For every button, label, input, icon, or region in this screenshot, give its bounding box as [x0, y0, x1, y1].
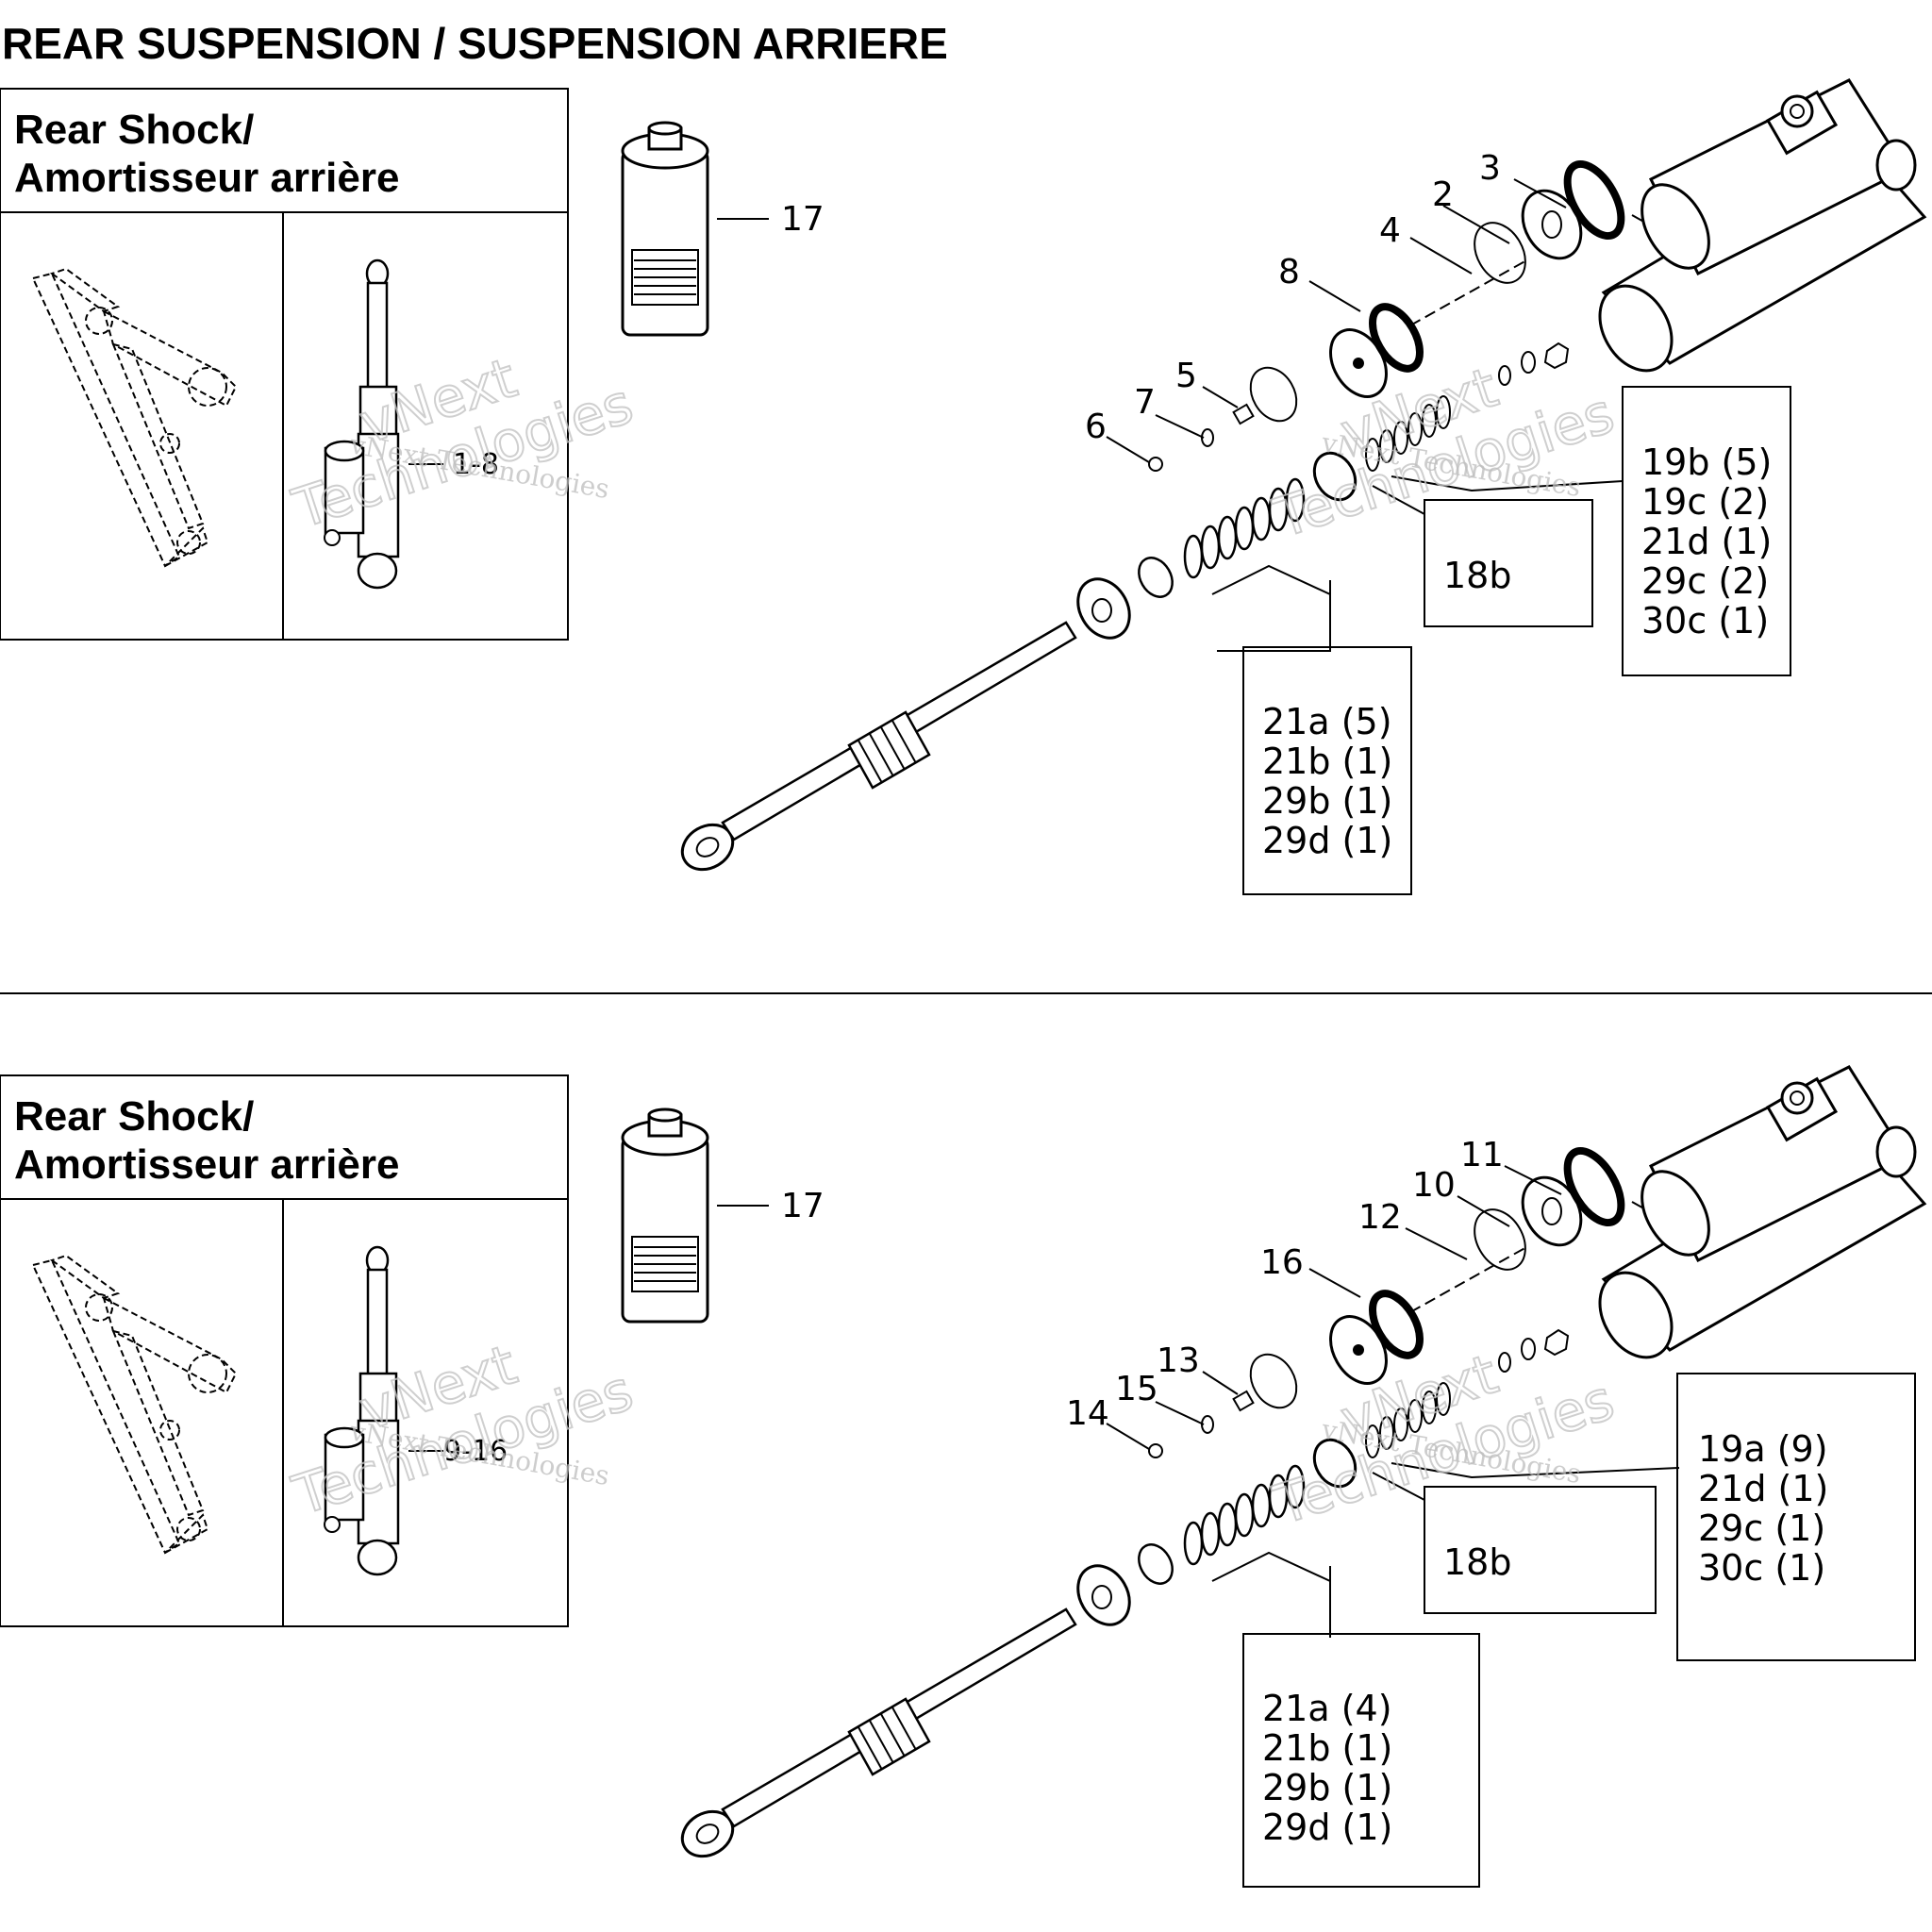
kit-a-item: 29b (1): [1262, 780, 1392, 822]
ref-18b-label: 18b: [1443, 1541, 1511, 1583]
kit-a-item: 29b (1): [1262, 1767, 1392, 1808]
kit-a-box: [1242, 646, 1412, 895]
leader-lines: [1106, 178, 1624, 652]
kit-a-item: 29d (1): [1262, 820, 1392, 861]
kit-b-item: 19b (5): [1641, 441, 1772, 483]
callout-17: 17: [781, 1187, 824, 1225]
kit-a-item: 21a (5): [1262, 701, 1392, 742]
ref-18b-label: 18b: [1443, 555, 1511, 596]
kit-b-box: [1622, 386, 1791, 676]
box-title-line-1: Rear Shock/: [14, 107, 254, 153]
kit-a-box: [1242, 1633, 1480, 1888]
oil-bottle-image: [621, 121, 771, 337]
inset-frame-box: [0, 211, 284, 641]
callout-8: 8: [1278, 253, 1300, 291]
watermark: vNext Technologies vNext Technologies vN…: [284, 344, 1622, 551]
callout-13: 13: [1157, 1341, 1200, 1380]
callout-16: 16: [1260, 1243, 1304, 1282]
callout-10: 10: [1412, 1166, 1456, 1205]
kit-a-item: 21b (1): [1262, 741, 1392, 782]
oil-bottle-image: [621, 1108, 771, 1324]
kit-b-item: 21d (1): [1698, 1468, 1828, 1509]
panel-2: Rear Shock/ Amortisseur arrière 9-16 17 …: [0, 1067, 1924, 1888]
kit-b-item: 19c (2): [1641, 481, 1769, 523]
ref-18b-box: [1424, 499, 1593, 627]
box-title-line-2: Amortisseur arrière: [14, 1141, 399, 1188]
callout-4: 4: [1379, 211, 1401, 250]
callout-14: 14: [1066, 1394, 1109, 1433]
kit-a-item: 21b (1): [1262, 1727, 1392, 1769]
kit-b-item: 29c (2): [1641, 560, 1769, 602]
callout-12: 12: [1358, 1198, 1402, 1237]
callout-7: 7: [1134, 383, 1156, 422]
inset-shock-box: [282, 211, 569, 641]
callout-2: 2: [1432, 175, 1454, 214]
inset-frame-box: [0, 1198, 284, 1627]
callout-3: 3: [1479, 149, 1501, 188]
ref-18b-box: [1424, 1486, 1657, 1614]
kit-b-item: 30c (1): [1641, 600, 1769, 641]
kit-b-item: 29c (1): [1698, 1507, 1825, 1549]
callout-5: 5: [1175, 357, 1197, 395]
watermark: vNext Technologies vNext Technologies vN…: [284, 1331, 1622, 1538]
kit-a-item: 21a (4): [1262, 1688, 1392, 1729]
kit-b-item: 19a (9): [1698, 1428, 1828, 1470]
kit-b-item: 21d (1): [1641, 521, 1772, 562]
page-title: REAR SUSPENSION / SUSPENSION ARRIERE: [2, 19, 948, 68]
kit-b-item: 30c (1): [1698, 1547, 1825, 1589]
box-title-line-2: Amortisseur arrière: [14, 155, 399, 201]
callout-11: 11: [1460, 1136, 1504, 1174]
kit-b-box: [1676, 1373, 1916, 1661]
callout-17: 17: [781, 200, 824, 239]
kit-a-item: 29d (1): [1262, 1807, 1392, 1848]
callout-15: 15: [1115, 1370, 1158, 1408]
inset-shock-box: [282, 1198, 569, 1627]
leader-lines: [1106, 1165, 1680, 1638]
callout-6: 6: [1085, 408, 1107, 446]
inset-ref-label: 9-16: [443, 1435, 508, 1468]
inset-ref-label: 1-8: [453, 448, 499, 481]
box-title-line-1: Rear Shock/: [14, 1093, 254, 1140]
panel-1: Rear Shock/ Amortisseur arrière 1-8 17 3: [0, 80, 1924, 895]
